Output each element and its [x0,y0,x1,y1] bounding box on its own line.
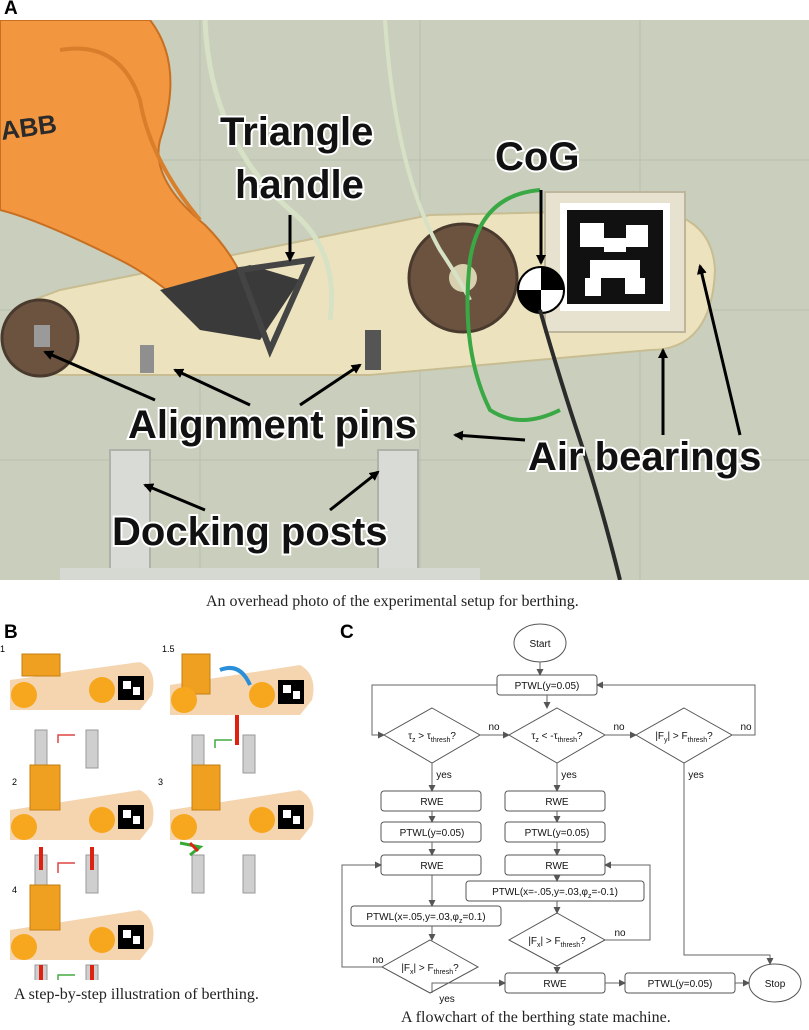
cond-tz-pos-diamond [382,707,482,764]
cond-fx-right-part-5: ? [580,936,586,947]
cond-tz-pos-part-3: > τ [416,731,431,742]
berthing-flowchart: Start PTWL(y=0.05) τz > τthresh? τz < -τ… [330,620,809,1010]
step-1-5-number: 1.5 [162,644,175,654]
triangle-handle-label-line2: handle [235,163,364,207]
triangle-handle-label-line1: Triangle [220,110,373,154]
step-3-number: 3 [158,777,163,787]
ptwl-left-move-part-1: PTWL(x=.05,y=.03,φ [366,912,459,923]
flowchart-svg: Start PTWL(y=0.05) τz > τthresh? τz < -τ… [341,623,802,1005]
docking-posts-label: Docking posts [112,510,388,554]
ptwl-left-move-label: PTWL(x=.05,y=.03,φz=0.1) [366,912,485,925]
panel-b-letter: B [4,622,18,643]
panel-b-caption: A step-by-step illustration of berthing. [14,986,259,1003]
cond-fy-part-3: | > F [668,731,688,742]
ptwl-left-y-label: PTWL(y=0.05) [400,828,465,839]
step-1-illustration: 1 [0,644,154,769]
cond-tz-pos-part-4: thresh [431,737,451,744]
steps-svg: 1 1.5 [0,644,314,988]
experimental-setup-photo: ABB Triangle handle CoG Alignme [0,20,809,580]
photo-illustration: ABB Triangle handle CoG Alignme [0,20,809,580]
yes-label-1: yes [436,770,452,781]
step-1-number: 1 [0,644,5,654]
ptwl-right-move-part-2: z [588,893,592,900]
cond-fx-left-part-2: x [410,969,414,976]
cond-fy-part-5: ? [707,731,713,742]
stop-label: Stop [765,979,786,990]
cond-fx-left-part-5: ? [453,963,459,974]
cond-tz-neg-part-1: τ [531,731,535,742]
cond-tz-pos-label: τz > τthresh? [408,731,456,744]
ptwl-right-y-label: PTWL(y=0.05) [525,828,590,839]
no-label-1: no [488,722,500,733]
cond-tz-neg-label: τz < -τthresh? [531,731,583,744]
cond-fx-left-label: |Fx| > Fthresh? [401,963,459,976]
berthing-steps-illustration: 1 1.5 [0,640,320,988]
cond-tz-pos-part-5: ? [450,731,456,742]
cond-fx-left-part-1: |F [401,963,410,974]
cond-tz-neg-part-3: < -τ [539,731,558,742]
cond-fx-right-part-3: | > F [541,936,561,947]
ptwl-right-move-label: PTWL(x=-.05,y=.03,φz=-0.1) [492,887,618,900]
step-1-5-illustration: 1.5 [162,644,314,774]
no-label-4: no [372,955,384,966]
cond-fx-right-part-2: x [537,942,541,949]
ptwl-left-move-box [350,905,502,927]
cond-fx-right-part-4: thresh [561,942,581,949]
cond-fy-label: |Fy| > Fthresh? [655,731,713,744]
cond-fx-right-part-1: |F [528,936,537,947]
cond-tz-pos-part-1: τ [408,731,412,742]
ptwl-left-move-part-3: =0.1) [463,912,486,923]
cond-tz-neg-part-4: thresh [558,737,578,744]
ptwl-end-label: PTWL(y=0.05) [648,979,713,990]
cond-fx-left-diamond [380,939,480,994]
yes-label-2: yes [561,770,577,781]
step-2-illustration: 2 [10,764,154,894]
cond-fx-right-label: |Fx| > Fthresh? [528,936,586,949]
no-label-3: no [740,722,752,733]
cond-fy-part-1: |F [655,731,664,742]
step-4-number: 4 [12,885,17,895]
cond-fx-left-part-3: | > F [414,963,434,974]
ptwl-right-move-part-3: =-0.1) [592,887,618,898]
panel-c-letter: C [340,622,354,643]
ptwl-right-move-part-1: PTWL(x=-.05,y=.03,φ [492,887,588,898]
rwe-right-1-label: RWE [545,797,568,808]
yes-label-3: yes [688,770,704,781]
cond-tz-pos-part-2: z [412,737,416,744]
panel-a-letter: A [4,0,18,19]
alignment-pins-label: Alignment pins [128,403,417,447]
no-label-5: no [614,928,626,939]
rwe-left-2-label: RWE [420,861,443,872]
rwe-left-1-label: RWE [420,797,443,808]
step-4-illustration: 4 [10,884,154,988]
ptwl-top-label: PTWL(y=0.05) [515,681,580,692]
cog-label: CoG [495,135,579,179]
step-3-illustration: 3 [158,764,314,894]
cond-fx-left-part-4: thresh [434,969,454,976]
ptwl-left-move-part-2: z [459,918,463,925]
yes-label-4: yes [439,994,455,1005]
panel-a-caption: An overhead photo of the experimental se… [206,593,579,610]
rwe-right-2-label: RWE [545,861,568,872]
cond-tz-neg-part-5: ? [577,731,583,742]
start-label: Start [529,639,550,650]
cond-fy-part-4: thresh [688,737,708,744]
no-label-2: no [613,722,625,733]
rwe-bottom-label: RWE [543,979,566,990]
cond-tz-neg-part-2: z [535,737,539,744]
air-bearings-label: Air bearings [528,435,761,479]
panel-c-caption: A flowchart of the berthing state machin… [401,1009,671,1026]
step-2-number: 2 [12,777,17,787]
cond-fy-part-2: y [664,737,668,744]
